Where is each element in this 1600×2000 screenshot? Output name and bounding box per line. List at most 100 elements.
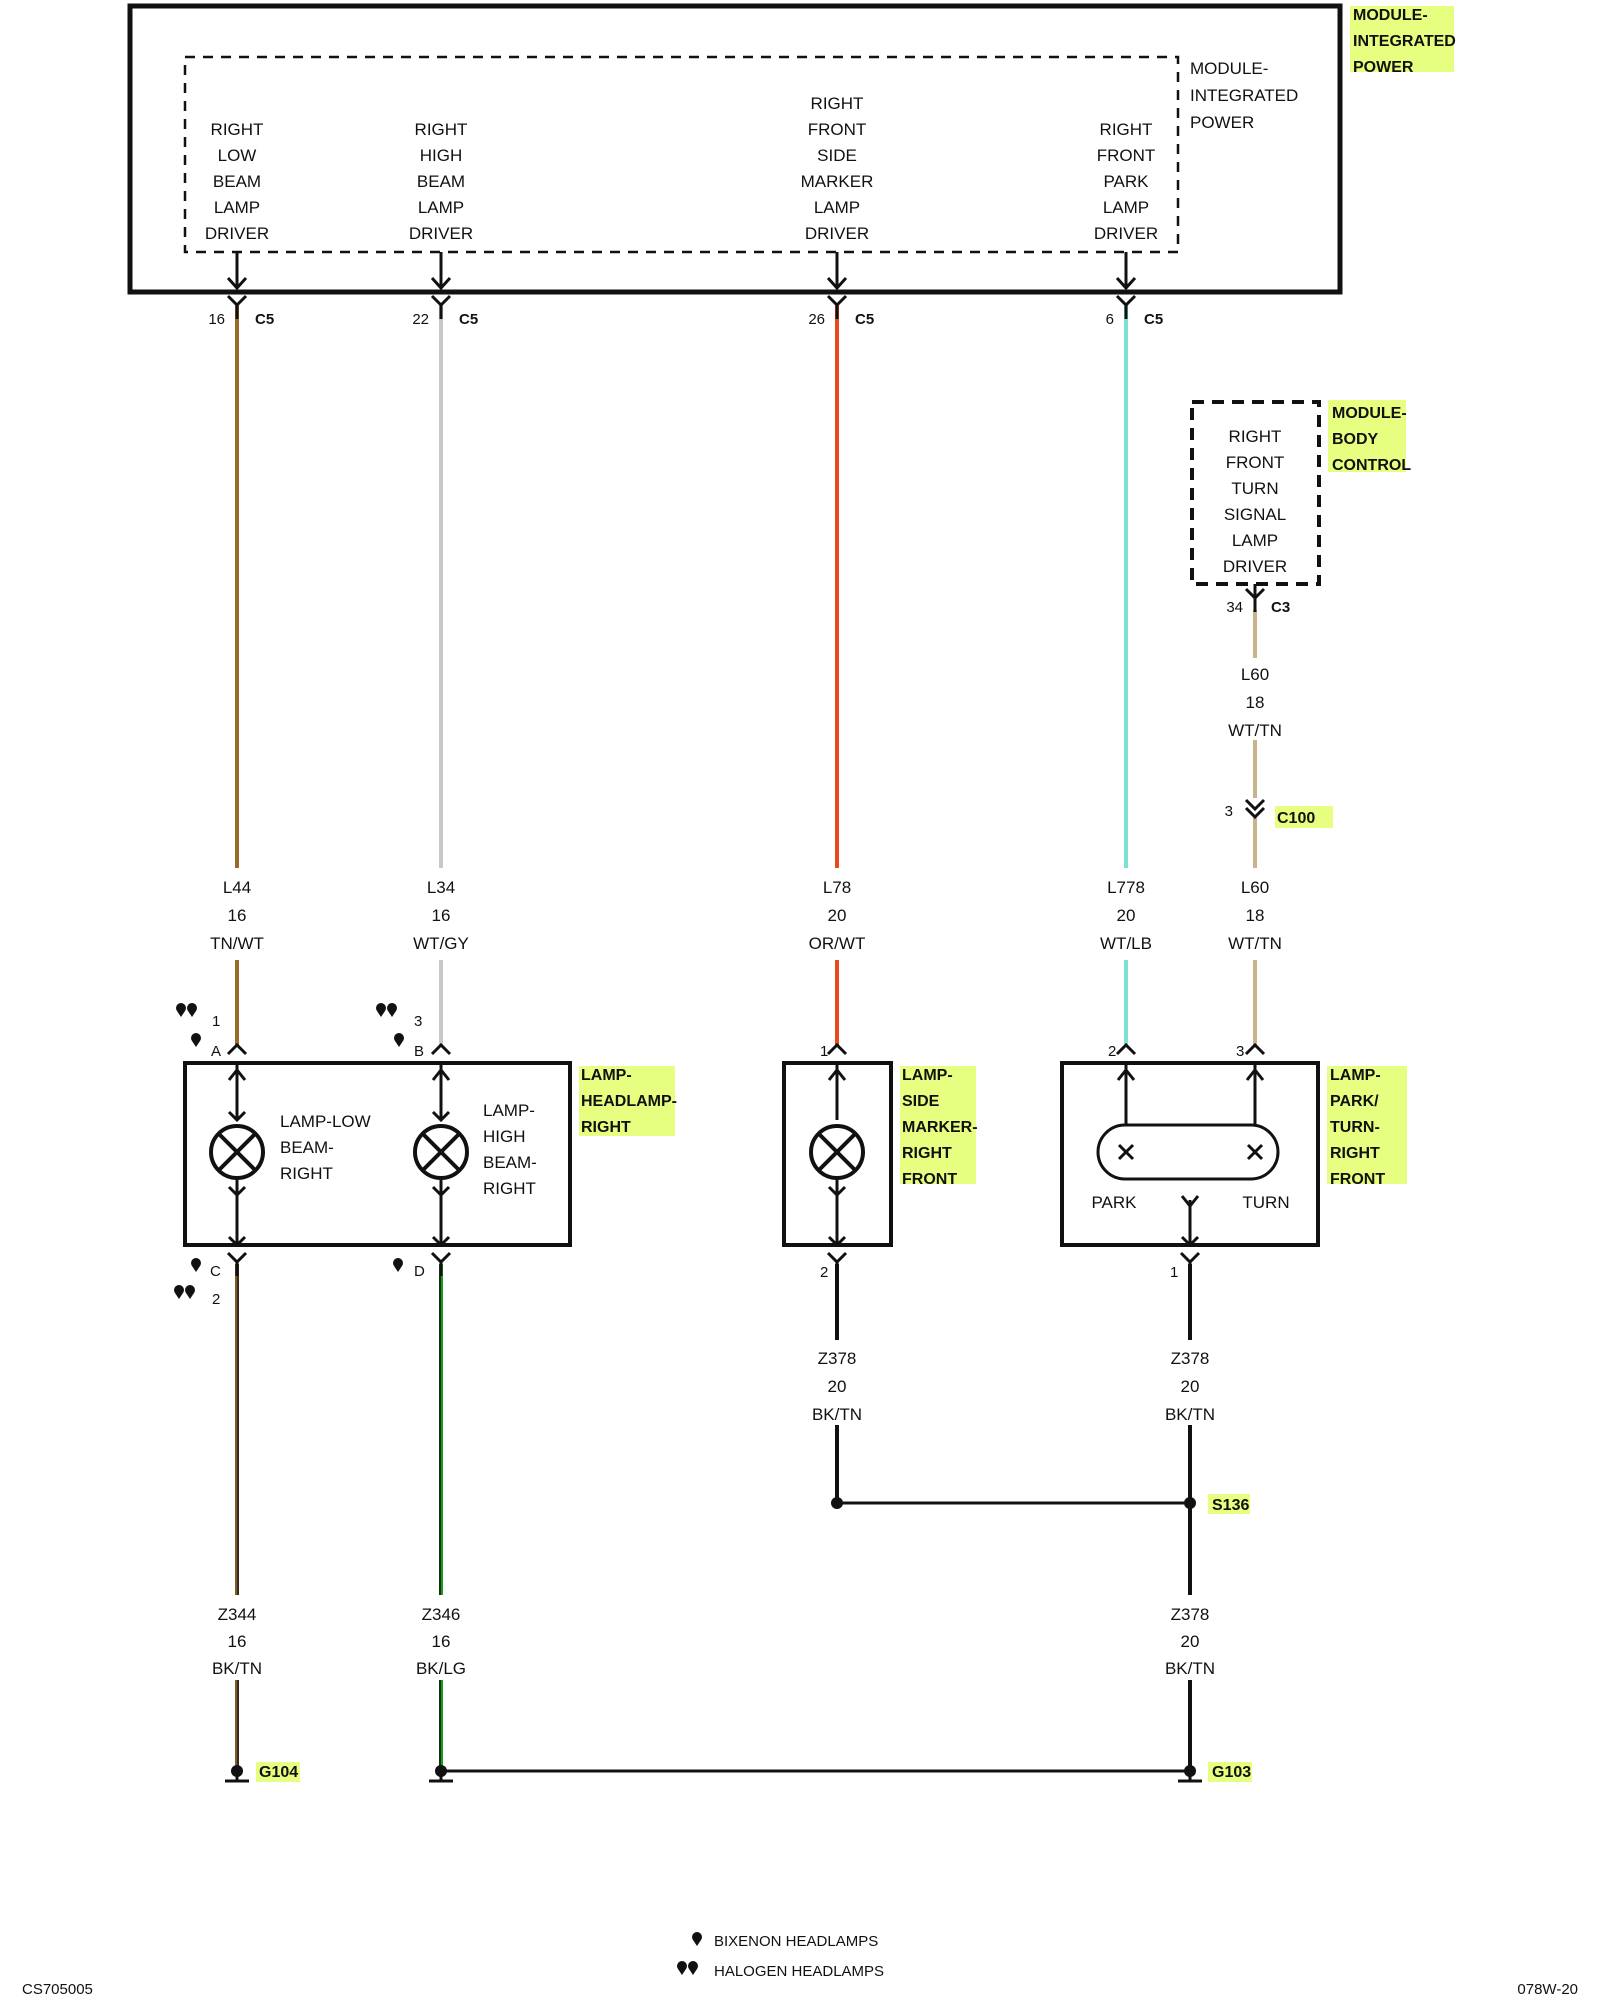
headlamp-tag: LAMP-: [581, 1067, 632, 1084]
bixenon-marker-icon: [191, 1033, 201, 1047]
gap: [787, 868, 887, 960]
lamp-arrow-icon: [227, 1235, 247, 1248]
driver-low-beam-label: RIGHT: [211, 120, 264, 139]
c5-connector-icon: [430, 294, 452, 308]
wire-label-l34: WT/GY: [413, 934, 469, 953]
hl-s136: [1208, 1494, 1250, 1514]
splice-dot-icon: [831, 1497, 843, 1509]
wire-label-l778: 20: [1117, 906, 1136, 925]
dual-filament-bulb-icon: [1096, 1123, 1280, 1181]
gap: [1140, 1340, 1240, 1425]
wire-label-z378: Z378: [818, 1349, 857, 1368]
high-beam-label: RIGHT: [483, 1179, 536, 1198]
pin-label: D: [414, 1263, 425, 1280]
c100-connector-icon: [1244, 798, 1266, 812]
side-marker-tag: RIGHT: [902, 1145, 952, 1162]
connector-pin: 6: [1106, 311, 1114, 328]
pin-label: 1: [212, 1013, 220, 1030]
hl-module-bc: [1328, 400, 1406, 472]
ground-label: G103: [1212, 1764, 1251, 1781]
module-ip-tag: MODULE-: [1353, 7, 1428, 24]
hl-g103: [1208, 1762, 1252, 1782]
lamp-input-caret-icon: [226, 1042, 248, 1056]
hl-lamp-side: [900, 1066, 976, 1184]
pin-label: 1: [820, 1043, 828, 1060]
driver-park-label: PARK: [1103, 172, 1149, 191]
halogen-marker-icon: [677, 1961, 687, 1975]
lamp-arrow-icon: [827, 1185, 847, 1198]
connector-name: C5: [1144, 311, 1163, 328]
pin-label: C: [210, 1263, 221, 1280]
wire-label-z378: 20: [828, 1377, 847, 1396]
wire-label-z378: BK/TN: [1165, 1405, 1215, 1424]
ground-label: G104: [259, 1764, 298, 1781]
lamp-output-fork-icon: [826, 1251, 848, 1265]
connector-name: C100: [1277, 810, 1315, 827]
connector-name: C5: [255, 311, 274, 328]
module-ip-tag: POWER: [1353, 59, 1414, 76]
connector-pin: 3: [1225, 803, 1233, 820]
connector-pin: 34: [1226, 599, 1243, 616]
gap: [787, 1340, 887, 1425]
module-ip-inner-label: POWER: [1190, 113, 1254, 132]
park-turn-tag: FRONT: [1330, 1171, 1385, 1188]
park-label: PARK: [1091, 1193, 1137, 1212]
lamp-input-caret-icon: [1244, 1042, 1266, 1056]
headlamp-tag: HEADLAMP-: [581, 1093, 677, 1110]
wire-label-l60: L60: [1241, 665, 1269, 684]
driver-high-beam-label: HIGH: [420, 146, 463, 165]
wire-label-l60: 18: [1246, 693, 1265, 712]
high-beam-label: HIGH: [483, 1127, 526, 1146]
bixenon-marker-icon: [394, 1033, 404, 1047]
lamp-arrow-icon: [1116, 1067, 1136, 1081]
wire-label-l60: 18: [1246, 906, 1265, 925]
lamp-arrow-icon: [827, 1067, 847, 1081]
wire-label-l44: L44: [223, 878, 251, 897]
pin-label: 2: [820, 1264, 828, 1281]
wire-label-l78: 20: [828, 906, 847, 925]
side-marker-tag: LAMP-: [902, 1067, 953, 1084]
pin-label: 2: [212, 1291, 220, 1308]
wire-label-l60: WT/TN: [1228, 934, 1282, 953]
low-beam-label: LAMP-LOW: [280, 1112, 371, 1131]
connector-pin: 22: [412, 311, 429, 328]
driver-turn-label: FRONT: [1226, 453, 1285, 472]
driver-side-marker-label: SIDE: [817, 146, 857, 165]
halogen-marker-icon: [376, 1003, 386, 1017]
halogen-marker-icon: [187, 1003, 197, 1017]
driver-arrow-icon: [1115, 276, 1137, 291]
wire-label-l60: L60: [1241, 878, 1269, 897]
gap: [391, 1595, 491, 1680]
pin-label: B: [414, 1043, 424, 1060]
pin-label: 3: [1236, 1043, 1244, 1060]
high-beam-label: LAMP-: [483, 1101, 535, 1120]
wire-label-z344: 16: [228, 1632, 247, 1651]
hl-lamp-park-turn: [1327, 1066, 1407, 1184]
gap: [187, 1595, 287, 1680]
lamp-arrow-icon: [227, 1067, 247, 1081]
driver-turn-label: LAMP: [1232, 531, 1278, 550]
wire-label-z378: BK/TN: [812, 1405, 862, 1424]
lamp-output-fork-icon: [430, 1251, 452, 1265]
driver-side-marker-label: MARKER: [801, 172, 874, 191]
wire-label-l44: TN/WT: [210, 934, 264, 953]
driver-park-label: FRONT: [1097, 146, 1156, 165]
low-beam-label: RIGHT: [280, 1164, 333, 1183]
wire-label-l34: 16: [432, 906, 451, 925]
turn-label: TURN: [1242, 1193, 1289, 1212]
pin-label: A: [211, 1043, 221, 1060]
gap: [1140, 1595, 1240, 1680]
module-bc-tag: BODY: [1332, 431, 1379, 448]
park-turn-tag: RIGHT: [1330, 1145, 1380, 1162]
legend-bixenon: BIXENON HEADLAMPS: [714, 1933, 878, 1950]
halogen-marker-icon: [176, 1003, 186, 1017]
lamp-arrow-icon: [827, 1235, 847, 1248]
footer-code-right: 078W-20: [1517, 1981, 1578, 1998]
hl-module-ip: [1350, 6, 1454, 72]
driver-low-beam-label: LAMP: [214, 198, 260, 217]
driver-arrow-icon: [826, 276, 848, 291]
driver-park-label: DRIVER: [1094, 224, 1158, 243]
lamp-input-caret-icon: [1115, 1042, 1137, 1056]
connector-name: C5: [459, 311, 478, 328]
